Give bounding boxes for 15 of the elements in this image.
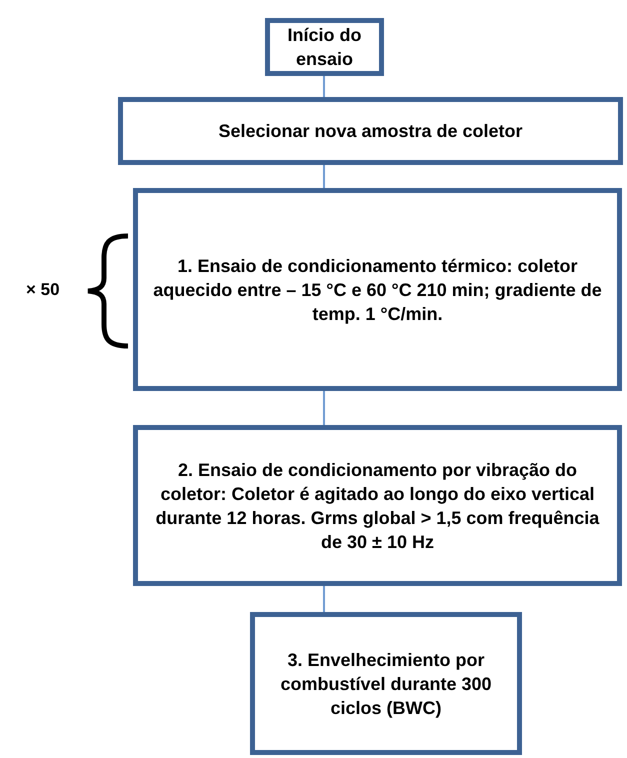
connector-line [323,76,325,97]
box-text: Selecionar nova amostra de coletor [218,120,523,143]
connector-line [323,165,325,188]
connector-line [323,586,325,612]
process-box [265,18,384,76]
box-text: 3. Envelhecimiento por combustível durante 300 ciclos (BWC) [279,648,493,720]
process-box [118,97,623,165]
box-text: 2. Ensaio de condicionamento por vibração do coletor: Coletor é agitado ao longo do eixo vertical durante 12 horas. Grms global > 1,5 com frequência de 30 ± 10 Hz [154,458,600,554]
box-text: Início do ensaio [286,24,362,71]
process-box [133,188,622,391]
connector-line [323,391,325,425]
box-text: 1. Ensaio de condicionamento térmico: coletor aquecido entre – 15 °C e 60 °C 210 min; gradiente de temp. 1 °C/min. [152,254,603,326]
process-box [250,612,522,755]
process-box [133,425,622,586]
repeat-count: × 50 [26,280,60,300]
